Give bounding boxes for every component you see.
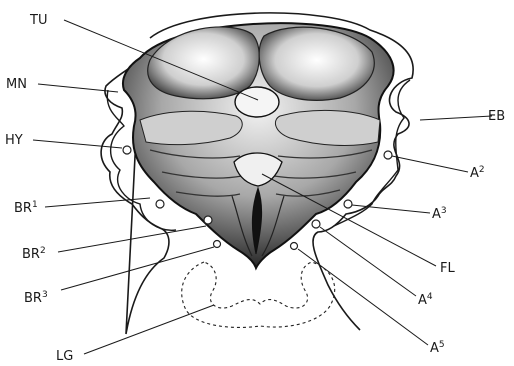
label-mn: MN (6, 77, 27, 92)
label-a2: A2 (470, 165, 485, 181)
label-br2: BR2 (22, 246, 46, 262)
artery-br3-left (214, 241, 221, 248)
label-fl: FL (440, 261, 455, 276)
label-hy: HY (5, 133, 23, 148)
artery-br2-left (204, 216, 212, 224)
leader-lg (84, 305, 214, 354)
label-eb: EB (488, 109, 505, 124)
label-tu: TU (29, 13, 47, 28)
leader-a2 (392, 156, 468, 172)
artery-a2-right (384, 151, 392, 159)
artery-a3-right (344, 200, 352, 208)
leader-eb (420, 116, 492, 120)
label-lg: LG (56, 349, 73, 364)
artery-a4-right (312, 220, 320, 228)
lung-buds-dashed (182, 262, 335, 327)
artery-hy-left (123, 146, 131, 154)
label-a3: A3 (432, 206, 447, 222)
label-a4: A4 (418, 292, 433, 308)
artery-a5-right (291, 243, 298, 250)
label-br3: BR3 (24, 290, 48, 306)
label-a5: A5 (430, 340, 445, 356)
tuberculum-impar (235, 87, 279, 117)
leader-a5 (298, 249, 428, 345)
label-br1: BR1 (14, 200, 38, 216)
artery-br1-left (156, 200, 164, 208)
